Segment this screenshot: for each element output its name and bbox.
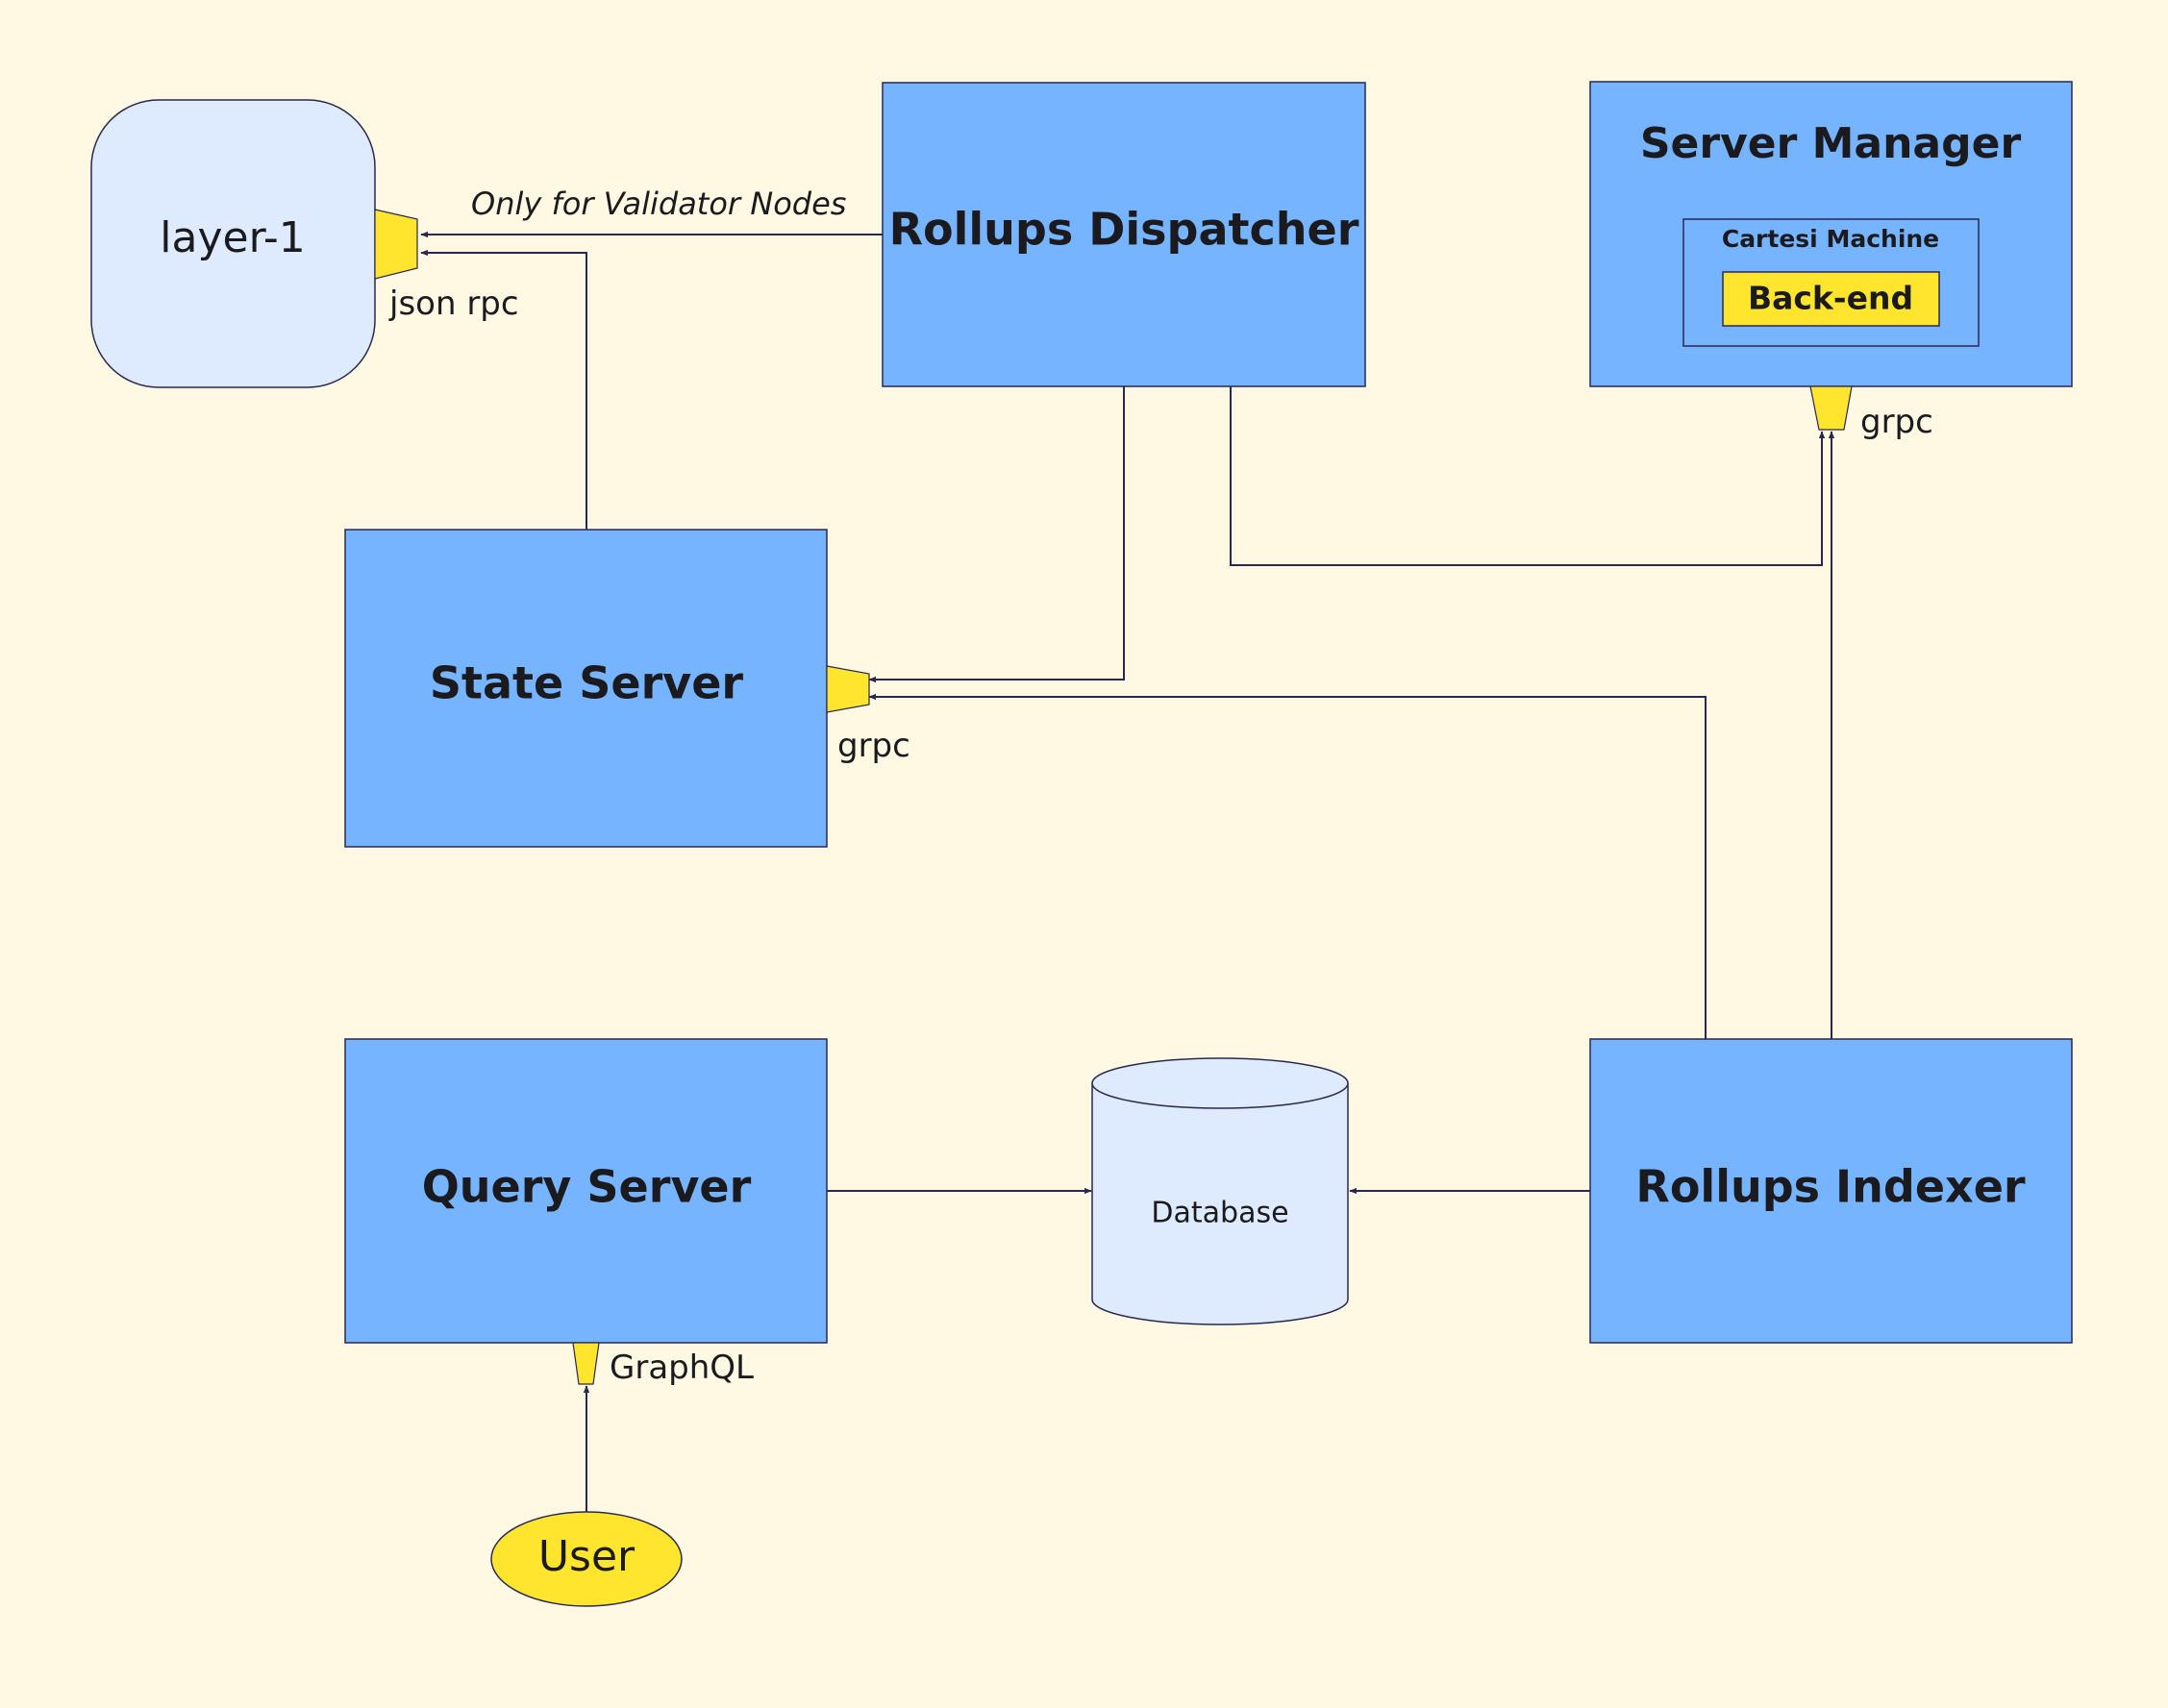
database-node[interactable]: Database: [1091, 1057, 1349, 1325]
edge-indexer-to-state-server: [868, 693, 1707, 1039]
state-server-label: State Server: [430, 657, 744, 709]
layer1-node[interactable]: layer-1: [90, 99, 376, 388]
user-node[interactable]: User: [490, 1511, 683, 1607]
server-manager-grpc-port: [1809, 385, 1853, 431]
state-server-grpc-port: [826, 665, 870, 713]
edge-dispatcher-to-server-manager: [1230, 386, 1826, 566]
backend-box[interactable]: Back-end: [1722, 271, 1940, 327]
rollups-dispatcher-label: Rollups Dispatcher: [889, 204, 1359, 256]
json-rpc-port: [374, 209, 418, 280]
server-manager-grpc-label: grpc: [1860, 403, 1933, 441]
query-server-node[interactable]: Query Server: [344, 1038, 828, 1344]
server-manager-label: Server Manager: [1640, 119, 2022, 168]
graphql-port: [572, 1342, 600, 1385]
backend-label: Back-end: [1748, 280, 1913, 317]
json-rpc-label: json rpc: [388, 285, 519, 323]
database-label: Database: [1151, 1197, 1288, 1230]
cartesi-machine-label: Cartesi Machine: [1722, 225, 1939, 253]
edge-dispatcher-to-state-server: [868, 386, 1125, 683]
validator-only-label: Only for Validator Nodes: [471, 186, 846, 222]
edge-state-server-to-layer1: [420, 249, 587, 530]
layer1-label: layer-1: [160, 213, 305, 262]
rollups-indexer-node[interactable]: Rollups Indexer: [1589, 1038, 2073, 1344]
query-server-label: Query Server: [422, 1161, 752, 1213]
user-label: User: [538, 1532, 635, 1581]
rollups-indexer-label: Rollups Indexer: [1635, 1161, 2025, 1213]
rollups-dispatcher-node[interactable]: Rollups Dispatcher: [882, 82, 1366, 387]
state-server-grpc-label: grpc: [837, 727, 910, 765]
state-server-node[interactable]: State Server: [344, 529, 828, 848]
graphql-label: GraphQL: [610, 1349, 754, 1387]
